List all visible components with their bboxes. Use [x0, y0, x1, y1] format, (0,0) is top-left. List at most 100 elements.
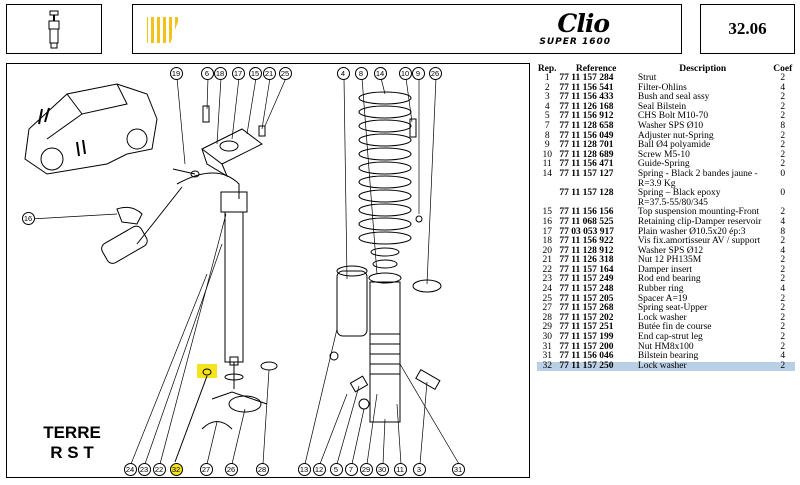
cell-ref: 77 11 157 202 — [559, 312, 614, 323]
callout-badge: 22 — [152, 462, 166, 476]
cell-desc: Spring - Black 2 bandes jaune - — [637, 168, 758, 179]
cell-desc: Vis fix.amortisseur AV / support — [637, 236, 761, 247]
cell-desc: Damper insert — [637, 264, 692, 275]
cell-ref: 77 11 157 284 — [559, 73, 614, 83]
cell-ref: 77 11 156 912 — [559, 111, 614, 122]
cell-coef: 2 — [780, 274, 786, 285]
table-row[interactable]: R=3.9 Kg — [537, 178, 795, 190]
cell-ref: 77 11 128 701 — [559, 140, 614, 151]
callout-badge: 25 — [278, 66, 292, 80]
cell-desc: Nut HM8x100 — [637, 341, 694, 352]
callout-badge: 12 — [312, 462, 326, 476]
cell-ref: 77 11 128 658 — [559, 120, 614, 131]
cell-rep: 4 — [544, 101, 550, 112]
cell-ref: 77 11 126 168 — [559, 101, 614, 112]
cell-rep: 23 — [542, 274, 552, 285]
cell-coef: 8 — [780, 120, 786, 131]
cell-rep: 1 — [544, 73, 550, 83]
cell-ref: 77 03 053 917 — [559, 226, 615, 237]
page-number: 32.06 — [700, 4, 795, 54]
cell-rep: 31 — [542, 341, 552, 352]
cell-rep — [537, 189, 557, 199]
cell-coef: 2 — [780, 149, 786, 160]
cell-rep: 15 — [542, 207, 552, 218]
cell-desc: Bilstein bearing — [637, 351, 699, 362]
cell-coef: 2 — [780, 341, 786, 352]
cell-coef: 4 — [780, 351, 786, 362]
callout-badge: 30 — [375, 462, 389, 476]
cell-rep: 11 — [542, 159, 552, 170]
stripes-icon — [147, 17, 181, 43]
cell-desc: Bush and seal assy — [637, 92, 710, 103]
cell-ref: 77 11 156 049 — [559, 130, 614, 141]
cell-coef: 4 — [780, 82, 786, 93]
cell-rep: 16 — [542, 216, 552, 227]
cell-desc: Nut 12 PH135M — [637, 255, 702, 266]
cell-coef: 2 — [770, 361, 795, 372]
callout-badge: 6 — [200, 66, 214, 80]
callout-badge: 24 — [123, 462, 137, 476]
callout-badge: 32 — [169, 462, 183, 476]
cell-desc: Lock washer — [634, 361, 771, 372]
cell-coef: 4 — [780, 284, 786, 295]
callout-badge: 27 — [199, 462, 213, 476]
cell-desc: Spring – Black epoxy — [637, 188, 721, 199]
cell-coef: 4 — [780, 245, 786, 256]
callout-badge: 3 — [412, 462, 426, 476]
cell-ref: 77 11 068 525 — [559, 216, 614, 227]
col-reference: Reference — [575, 64, 617, 74]
callout-badge: 31 — [451, 462, 465, 476]
cell-ref: 77 11 157 199 — [559, 332, 614, 343]
callout-badge: 21 — [262, 66, 276, 80]
cell-desc: Screw M5-10 — [637, 149, 690, 160]
callout-badge: 26 — [428, 66, 442, 80]
cell-desc: Spring seat-Upper — [637, 303, 708, 314]
cell-rep: 7 — [544, 120, 550, 131]
cell-rep — [537, 180, 557, 190]
cell-rep: 28 — [542, 312, 552, 323]
cell-ref: 77 11 126 318 — [559, 255, 614, 266]
cell-desc: CHS Bolt M10-70 — [637, 111, 709, 122]
col-coef: Coef — [773, 64, 793, 74]
cell-coef: 0 — [780, 168, 786, 179]
table-row[interactable]: R=37.5-55/80/345 — [537, 198, 795, 209]
car-sketch-icon — [24, 83, 158, 175]
cell-rep: 21 — [542, 255, 552, 266]
cell-coef: 2 — [780, 92, 786, 103]
cell-ref: 77 11 156 156 — [559, 207, 614, 218]
cell-ref: 77 11 156 046 — [559, 351, 614, 362]
cell-rep: 8 — [544, 130, 550, 141]
cell-desc: R=3.9 Kg — [637, 178, 676, 189]
